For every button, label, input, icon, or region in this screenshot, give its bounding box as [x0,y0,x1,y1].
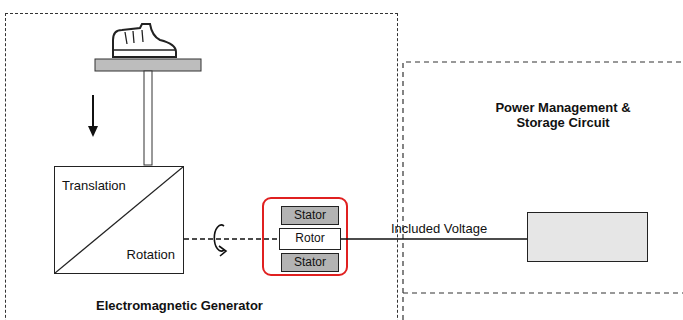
machine-part: Rotor [279,228,341,250]
shoe-detail [113,30,176,50]
rotation-symbol [214,225,224,251]
machine-part: Stator [281,253,339,272]
shaft-line [184,238,279,240]
voltage-wire [341,238,527,240]
force-arrow [92,95,94,128]
motion-label: Translation [62,179,126,194]
region-border [403,62,683,320]
shoe-icon [113,24,176,57]
part-label: Stator [282,256,338,270]
generator-region: Electromagnetic Generator TranslationRota… [5,13,398,320]
storage-box: Power Management & Storage Circuit [527,212,648,262]
part-label: Stator [282,209,338,223]
region-title: Electromagnetic Generator [96,299,263,314]
converter-box: TranslationRotation [54,166,184,274]
region-border [403,292,683,293]
rod [144,71,152,165]
machine-part: Stator [281,206,339,225]
block-heading: Power Management & Storage Circuit [488,101,638,131]
motion-label: Rotation [127,248,175,263]
edge-label: Included Voltage [391,222,487,237]
force-arrowhead [88,126,98,137]
platform [95,59,201,71]
part-label: Rotor [280,232,340,246]
rotation-arrowhead [219,246,226,256]
diagonal-line [55,167,183,273]
generator-housing [263,198,347,275]
